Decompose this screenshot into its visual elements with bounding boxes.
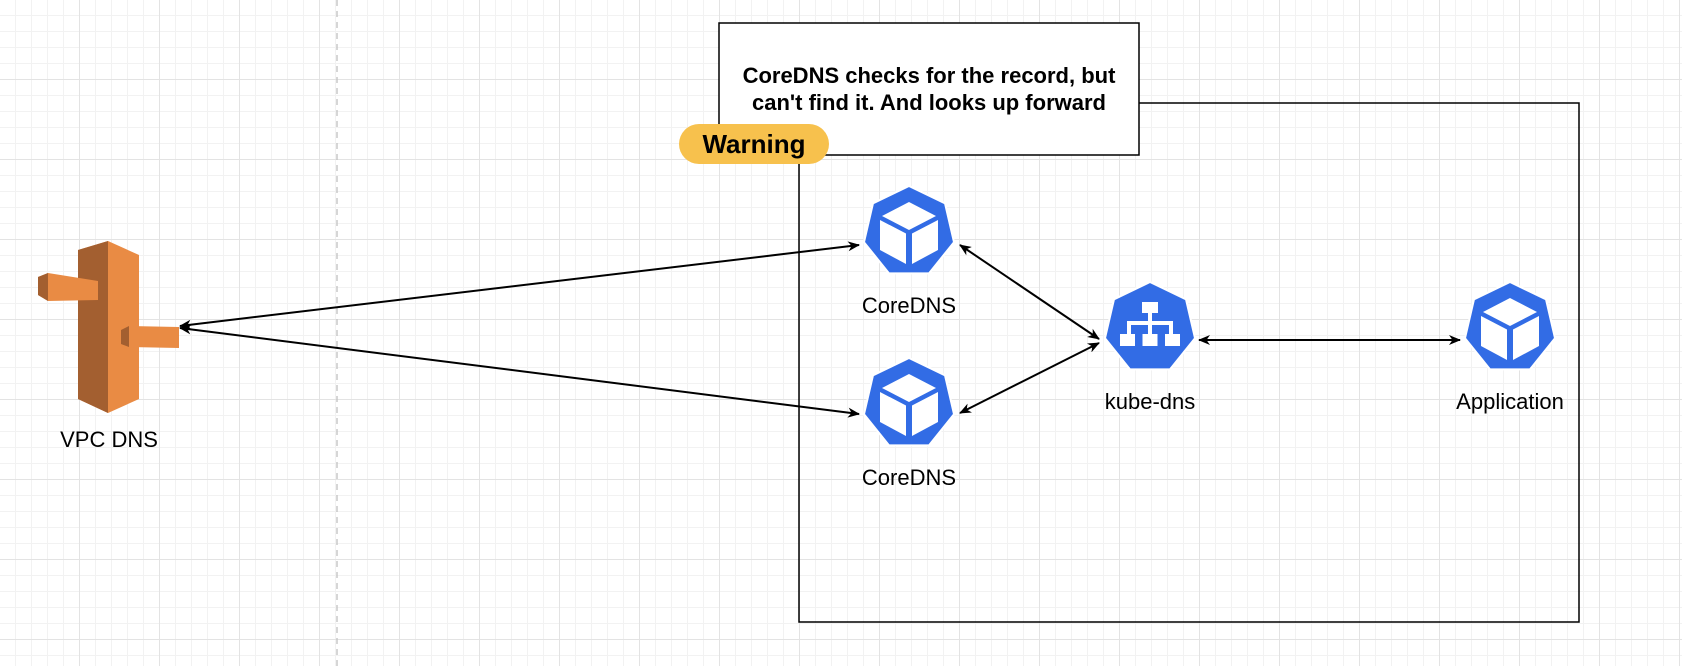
coredns-1-pod-icon[interactable]	[863, 185, 955, 275]
coredns-2-label: CoreDNS	[861, 465, 957, 490]
application-pod-icon[interactable]	[1464, 281, 1556, 371]
coredns-2-pod-icon[interactable]	[863, 357, 955, 447]
application-label: Application	[1456, 389, 1564, 414]
coredns-1-label: CoreDNS	[861, 293, 957, 318]
kube-dns-service-icon[interactable]	[1104, 281, 1196, 371]
edge-coredns-1-kube-dns[interactable]	[959, 244, 1100, 340]
note-text: CoreDNS checks for the record, but can't…	[742, 63, 1116, 115]
route53-dns-icon[interactable]	[38, 241, 179, 413]
vpc-dns-label: VPC DNS	[60, 427, 158, 452]
kube-dns-label: kube-dns	[1104, 389, 1196, 414]
edge-coredns-2-kube-dns[interactable]	[959, 342, 1100, 414]
edge-vpc-dns-coredns-1[interactable]	[179, 241, 860, 330]
edge-vpc-dns-coredns-2[interactable]	[179, 324, 860, 418]
warning-badge: Warning	[679, 124, 829, 164]
